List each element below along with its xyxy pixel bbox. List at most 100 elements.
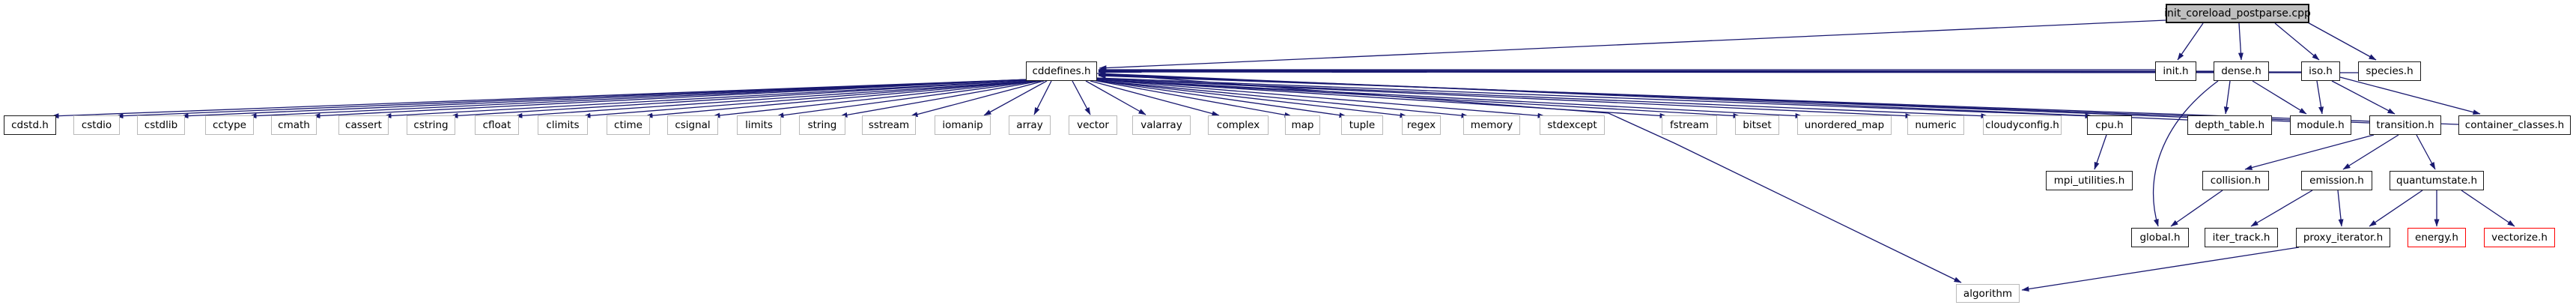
edge-cddefines-to-cstring (450, 79, 1031, 118)
node-label-depth_table: depth_table.h (2194, 119, 2265, 131)
node-dense[interactable]: dense.h (2214, 61, 2269, 81)
node-quantumstate[interactable]: quantumstate.h (2390, 171, 2484, 190)
edge-transition-to-collision (2244, 134, 2375, 170)
edge-species-to-cddefines (1098, 69, 2359, 75)
edge-emission-to-proxy_iterator (2337, 190, 2344, 227)
edge-cddefines-to-numeric (1095, 78, 1913, 119)
node-array[interactable]: array (1009, 115, 1051, 135)
edge-cddefines-to-memory (1093, 79, 1469, 118)
node-global[interactable]: global.h (2131, 228, 2189, 247)
node-iso[interactable]: iso.h (2301, 61, 2340, 81)
node-iomanip[interactable]: iomanip (935, 115, 991, 135)
node-stdexcept[interactable]: stdexcept (1540, 115, 1605, 135)
node-collision[interactable]: collision.h (2202, 171, 2269, 190)
node-label-bitset: bitset (1743, 119, 1772, 131)
node-numeric[interactable]: numeric (1907, 115, 1964, 135)
node-limits[interactable]: limits (737, 115, 781, 135)
node-main[interactable]: init_coreload_postparse.cpp (2164, 4, 2311, 23)
node-cfloat[interactable]: cfloat (475, 115, 519, 135)
edge-dense-to-module (2252, 80, 2307, 115)
node-label-string: string (807, 119, 837, 131)
node-algorithm[interactable]: algorithm (1956, 284, 2020, 303)
node-label-collision: collision.h (2210, 175, 2261, 187)
node-tuple[interactable]: tuple (1341, 115, 1383, 135)
node-csignal[interactable]: csignal (667, 115, 718, 135)
node-cassert[interactable]: cassert (338, 115, 389, 135)
edge-collision-to-global (2170, 190, 2223, 227)
node-iter_track[interactable]: iter_track.h (2205, 228, 2278, 247)
edge-main-to-cddefines (1099, 19, 2166, 71)
edge-cddefines-to-stdexcept (1093, 79, 1546, 118)
edge-iso-to-module (2316, 80, 2324, 115)
edge-cddefines-to-array (1033, 80, 1052, 115)
edge-cddefines-to-cfloat (514, 80, 1033, 118)
edge-cddefines-to-cctype (249, 79, 1030, 119)
node-label-cstring: cstring (413, 119, 449, 131)
node-label-cstdlib: cstdlib (144, 119, 178, 131)
node-cctype[interactable]: cctype (205, 115, 254, 135)
node-species[interactable]: species.h (2358, 61, 2421, 81)
node-vector[interactable]: vector (1069, 115, 1117, 135)
node-label-stdexcept: stdexcept (1547, 119, 1597, 131)
node-label-csignal: csignal (675, 119, 711, 131)
node-transition[interactable]: transition.h (2369, 115, 2441, 135)
edge-cddefines-to-cstdlib (180, 79, 1030, 119)
node-label-iomanip: iomanip (942, 119, 983, 131)
node-cloudyconfig[interactable]: cloudyconfig.h (1983, 115, 2062, 135)
node-label-cpu: cpu.h (2095, 119, 2124, 131)
node-sstream[interactable]: sstream (862, 115, 916, 135)
node-depth_table[interactable]: depth_table.h (2187, 115, 2272, 135)
edge-cddefines-to-valarray (1085, 80, 1146, 115)
node-memory[interactable]: memory (1463, 115, 1520, 135)
edge-iso-to-cddefines (1098, 68, 2302, 74)
node-energy[interactable]: energy.h (2408, 228, 2466, 247)
node-cpu[interactable]: cpu.h (2087, 115, 2132, 135)
node-container_classes[interactable]: container_classes.h (2458, 115, 2571, 135)
node-init[interactable]: init.h (2155, 61, 2196, 81)
node-bitset[interactable]: bitset (1735, 115, 1779, 135)
node-label-limits: limits (745, 119, 773, 131)
node-regex[interactable]: regex (1402, 115, 1441, 135)
node-label-main: init_coreload_postparse.cpp (2164, 7, 2311, 19)
edge-main-to-species (2306, 21, 2377, 61)
node-cdstd[interactable]: cdstd.h (4, 115, 56, 135)
node-cmath[interactable]: cmath (271, 115, 317, 135)
edge-cddefines-to-unordered_map (1095, 79, 1803, 119)
node-valarray[interactable]: valarray (1132, 115, 1191, 135)
node-label-dense: dense.h (2221, 65, 2261, 77)
node-label-vector: vector (1077, 119, 1109, 131)
node-label-vectorize: vectorize.h (2491, 232, 2548, 244)
node-label-memory: memory (1470, 119, 1513, 131)
node-label-transition: transition.h (2376, 119, 2434, 131)
edge-cddefines-to-tuple (1093, 79, 1347, 118)
node-label-quantumstate: quantumstate.h (2396, 175, 2477, 187)
edge-cddefines-to-climits (583, 80, 1034, 118)
node-string[interactable]: string (799, 115, 845, 135)
node-climits[interactable]: climits (538, 115, 588, 135)
node-cddefines[interactable]: cddefines.h (1026, 61, 1097, 81)
node-mpi_utilities[interactable]: mpi_utilities.h (2046, 171, 2133, 190)
node-complex[interactable]: complex (1208, 115, 1269, 135)
node-proxy_iterator[interactable]: proxy_iterator.h (2296, 228, 2390, 247)
node-label-ctime: ctime (614, 119, 643, 131)
node-fstream[interactable]: fstream (1662, 115, 1717, 135)
edge-cddefines-to-cpu (1096, 77, 2093, 119)
edge-cpu-to-mpi_utilities (2094, 134, 2107, 170)
node-vectorize[interactable]: vectorize.h (2484, 228, 2555, 247)
node-map[interactable]: map (1285, 115, 1320, 135)
edge-cddefines-to-limits (776, 80, 1039, 118)
node-unordered_map[interactable]: unordered_map (1797, 115, 1892, 135)
edge-cddefines-to-csignal (712, 80, 1037, 118)
node-ctime[interactable]: ctime (607, 115, 650, 135)
node-cstdlib[interactable]: cstdlib (137, 115, 185, 135)
node-label-array: array (1016, 119, 1043, 131)
node-label-unordered_map: unordered_map (1804, 119, 1885, 131)
node-label-numeric: numeric (1915, 119, 1957, 131)
node-label-algorithm: algorithm (1963, 287, 2013, 300)
node-cstdio[interactable]: cstdio (73, 115, 120, 135)
node-module[interactable]: module.h (2290, 115, 2351, 135)
edge-iso-to-transition (2331, 80, 2396, 115)
node-emission[interactable]: emission.h (2301, 171, 2372, 190)
node-cstring[interactable]: cstring (407, 115, 455, 135)
